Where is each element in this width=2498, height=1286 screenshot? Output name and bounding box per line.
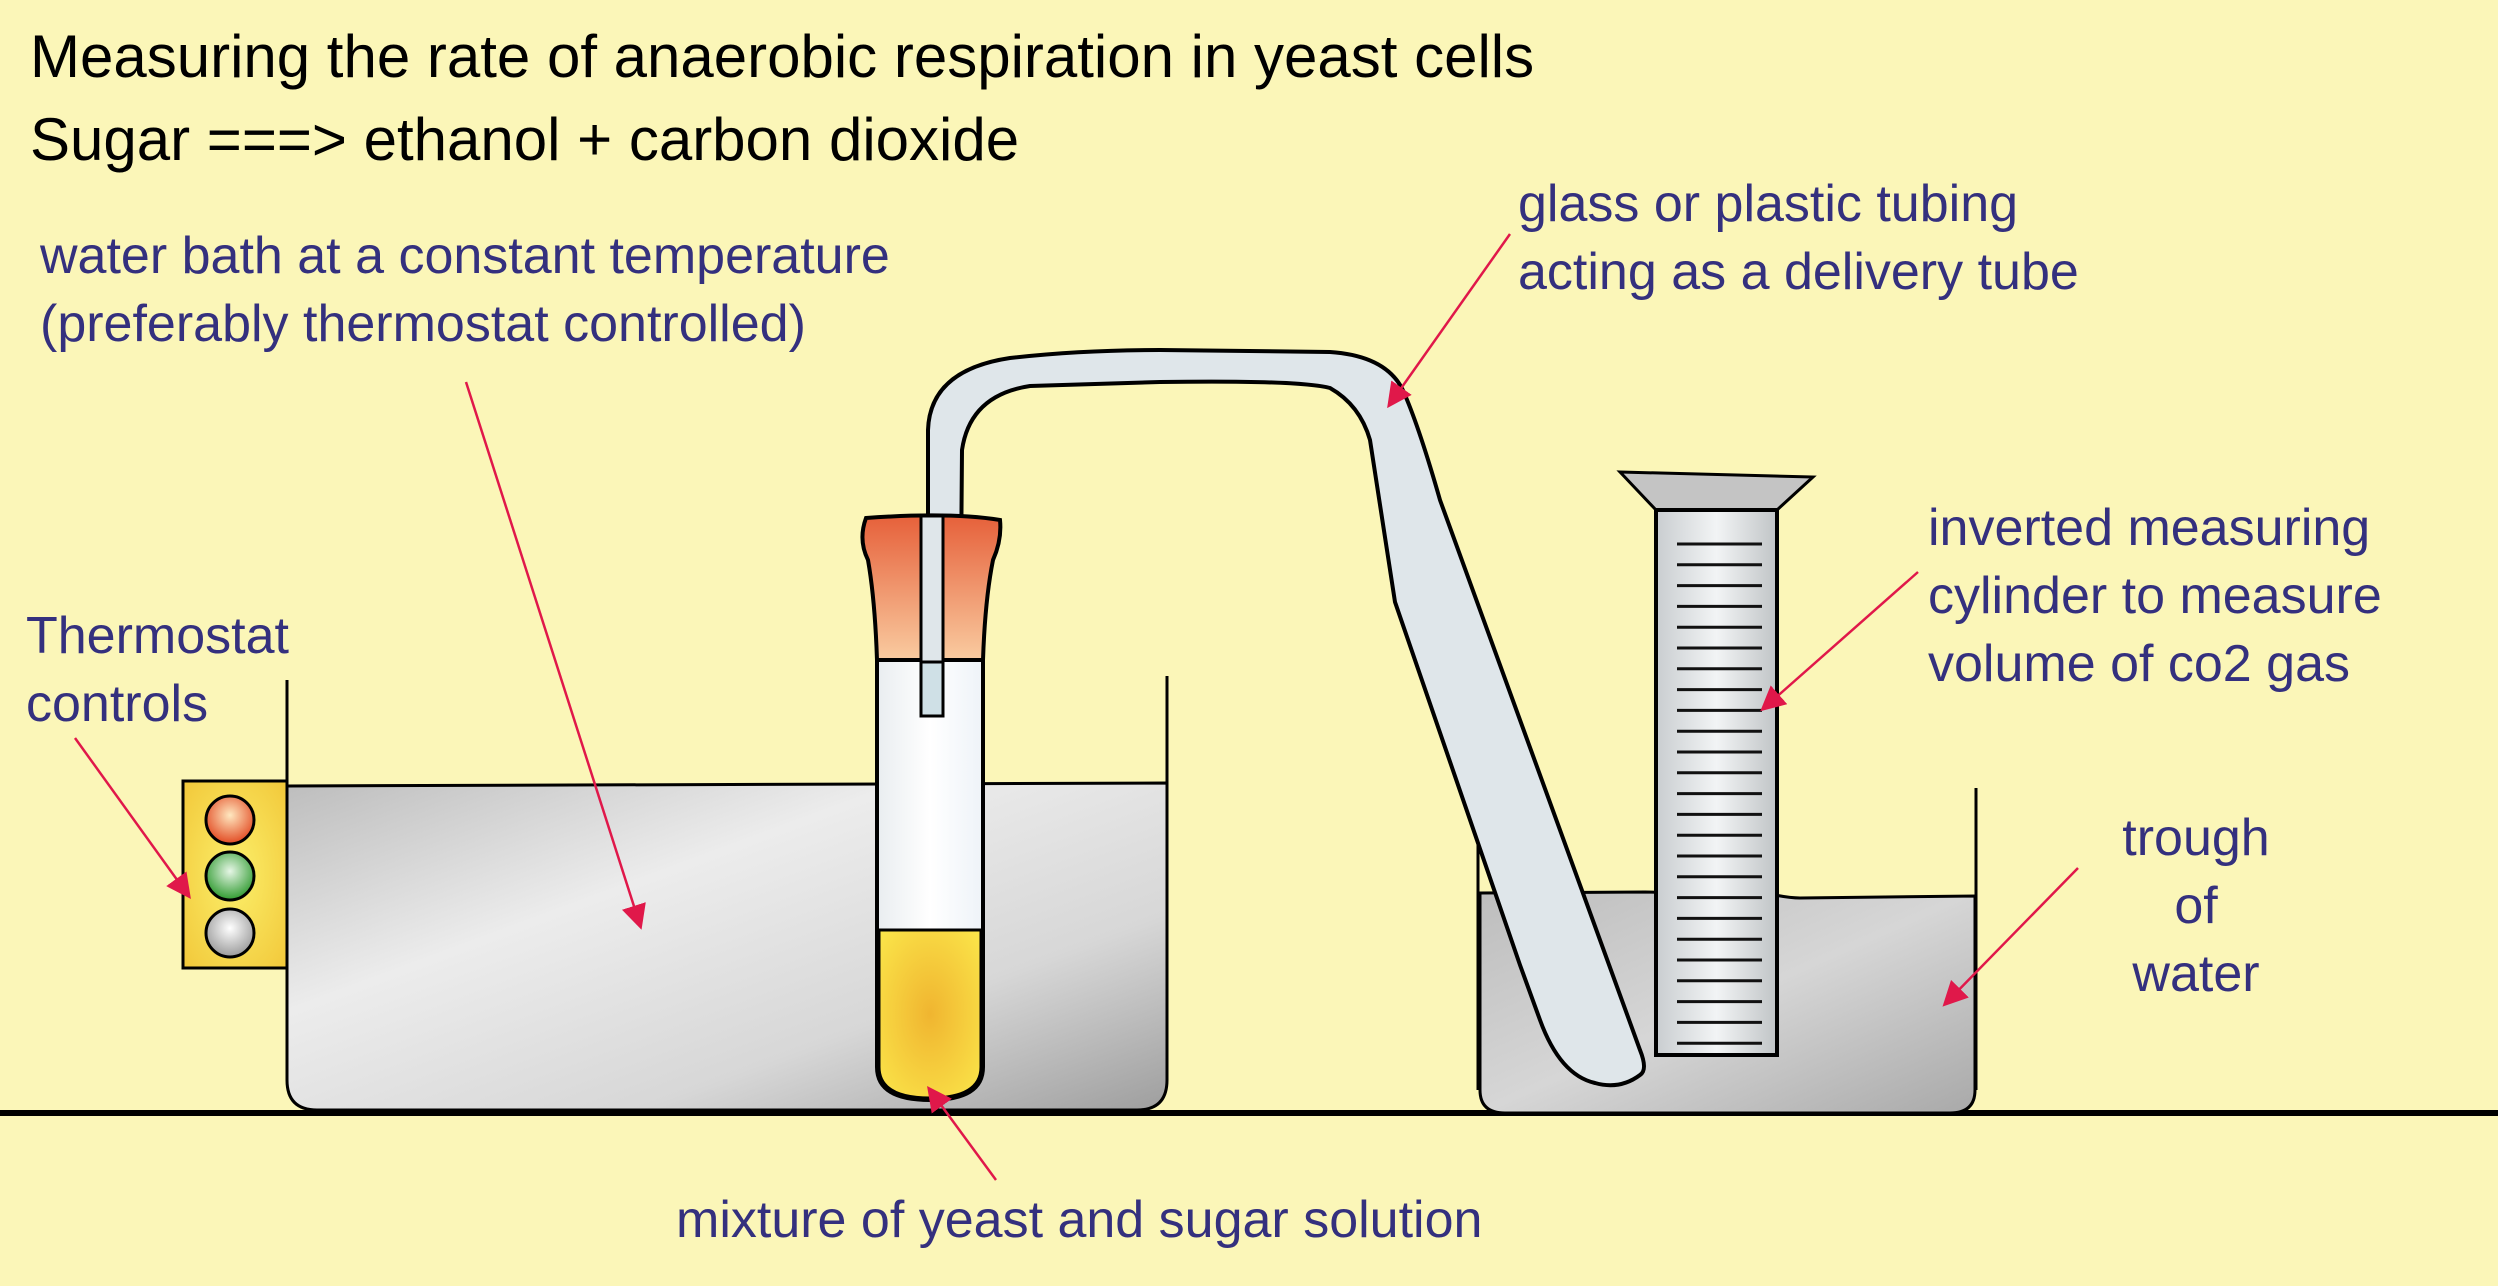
arrow-mixture <box>927 1085 998 1181</box>
delivery-tube <box>926 347 1646 1088</box>
label-line: inverted measuring <box>1928 499 2371 557</box>
label-line: water <box>2132 945 2260 1003</box>
thermostat-panel <box>181 779 289 970</box>
label-line: (preferably thermostat controlled) <box>40 295 806 353</box>
label-line: glass or plastic tubing <box>1518 175 2019 233</box>
label-line: cylinder to measure <box>1928 567 2382 625</box>
arrow-trough <box>1942 867 2079 1007</box>
title-equation: Sugar ===> ethanol + carbon dioxide <box>30 106 1020 173</box>
arrow-thermostat <box>73 737 191 900</box>
label-line: controls <box>26 675 209 733</box>
measuring-cylinder <box>1616 470 1817 1057</box>
label-line: water bath at a constant temperature <box>40 227 890 285</box>
label-mixture: mixture of yeast and sugar solution <box>676 1191 1483 1249</box>
label-delivery-tube: glass or plastic tubing acting as a deli… <box>1518 170 2079 306</box>
label-line: volume of co2 gas <box>1928 635 2351 693</box>
arrow-delivery-tube <box>1387 233 1512 409</box>
label-water-bath: water bath at a constant temperature (pr… <box>40 222 890 358</box>
label-trough: trough of water <box>2096 804 2296 1008</box>
red-light-icon <box>204 794 256 846</box>
label-line: of <box>2174 877 2218 935</box>
arrow-water-bath <box>464 381 646 930</box>
arrow-cylinder <box>1760 571 1919 712</box>
cylinder-graduations <box>1677 542 1762 1045</box>
label-thermostat: Thermostat controls <box>26 602 289 738</box>
label-line: acting as a delivery tube <box>1518 243 2079 301</box>
green-light-icon <box>204 850 256 902</box>
water-bath <box>285 676 1169 1112</box>
label-line: Thermostat <box>26 607 289 665</box>
label-measuring-cylinder: inverted measuring cylinder to measure v… <box>1928 494 2382 698</box>
yeast-sugar-mixture <box>877 928 983 1100</box>
test-tube <box>875 658 985 1103</box>
label-line: trough <box>2122 809 2270 867</box>
pointer-arrows <box>73 233 2079 1181</box>
grey-light-icon <box>204 907 256 959</box>
title-line-1: Measuring the rate of anaerobic respirat… <box>30 23 1535 90</box>
